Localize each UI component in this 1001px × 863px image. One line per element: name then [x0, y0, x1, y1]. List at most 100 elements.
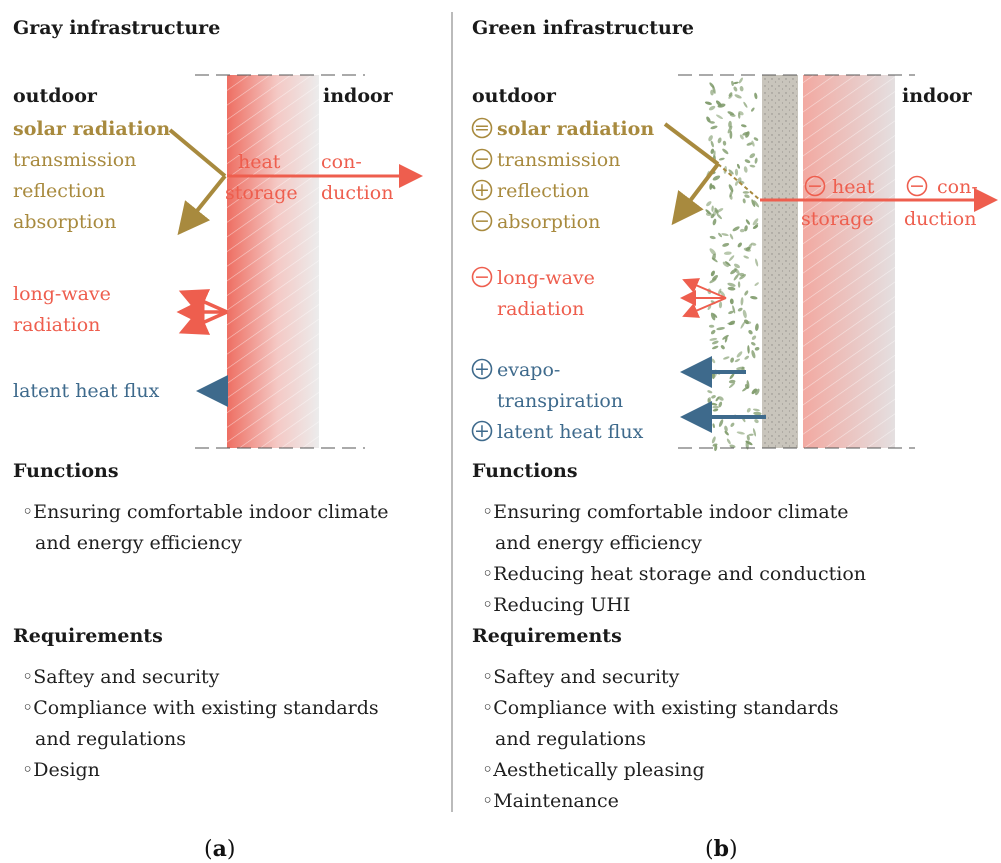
- leaf: [751, 199, 756, 207]
- leaf: [729, 298, 734, 305]
- panel-b-requirements-title: Requirements: [472, 625, 622, 647]
- leaf: [753, 411, 762, 416]
- sign-conduction-glyph: −: [909, 175, 925, 197]
- panel-b-outdoor-label: outdoor: [472, 85, 557, 107]
- leaf: [719, 290, 726, 297]
- sign-transmission-glyph: −: [474, 148, 490, 170]
- leaf: [754, 346, 760, 351]
- panel-b-function-2: ◦Reducing heat storage and conduction: [482, 563, 866, 585]
- leaf: [754, 92, 758, 100]
- leaf: [731, 80, 734, 86]
- panel-b-storage-label: storage: [801, 208, 874, 230]
- leaf: [748, 330, 753, 335]
- leaf: [749, 164, 756, 168]
- panel-a-solar-label: solar radiation: [13, 118, 170, 140]
- leaf: [710, 213, 715, 219]
- leaf: [742, 191, 750, 194]
- leaf: [712, 408, 719, 412]
- leaf: [744, 290, 749, 296]
- leaf: [712, 175, 721, 181]
- leaf: [708, 135, 713, 142]
- leaf: [715, 100, 722, 107]
- leaf: [745, 219, 750, 225]
- panel-a-longwave-arrows: [176, 289, 228, 335]
- leaf: [728, 94, 733, 99]
- leaf: [710, 270, 715, 277]
- leaf: [728, 379, 736, 384]
- leaf: [728, 169, 734, 175]
- leaf: [737, 307, 743, 312]
- panel-a-transmission-label: transmission: [13, 149, 136, 171]
- leaf: [737, 242, 742, 248]
- leaf: [717, 137, 722, 144]
- panel-b-req-1: ◦Saftey and security: [482, 666, 680, 688]
- panel-a-latent-label: latent heat flux: [13, 380, 160, 402]
- leaf: [730, 357, 734, 363]
- leaf: [742, 309, 747, 319]
- leaf: [711, 358, 716, 364]
- panel-b-req-3: ◦Aesthetically pleasing: [482, 759, 705, 781]
- leaf: [739, 86, 744, 92]
- panel-a-outdoor-label: outdoor: [13, 85, 98, 107]
- panel-a-storage-label: storage: [225, 182, 298, 204]
- leaf: [729, 444, 736, 449]
- leaf: [751, 107, 755, 112]
- panel-b-evapo-label-1: evapo-: [497, 359, 560, 381]
- leaf: [753, 137, 759, 141]
- panel-b: Green infrastructure outdoor indoor = so…: [471, 17, 998, 862]
- panel-a-function-1: ◦Ensuring comfortable indoor climate: [22, 501, 389, 523]
- leaf: [716, 327, 725, 331]
- panel-b-indoor-label: indoor: [902, 85, 973, 107]
- leaf: [709, 248, 717, 256]
- leaf: [729, 373, 735, 380]
- leaf: [754, 419, 759, 424]
- panel-b-function-3: ◦Reducing UHI: [482, 594, 630, 616]
- leaf: [729, 194, 733, 200]
- leaf: [754, 157, 758, 164]
- leaf: [736, 431, 745, 435]
- leaf: [738, 77, 743, 84]
- leaf: [704, 101, 712, 105]
- sign-latent-glyph: +: [474, 420, 490, 442]
- leaf: [707, 390, 713, 394]
- leaf: [723, 251, 732, 255]
- leaf: [737, 281, 741, 288]
- leaf: [739, 134, 744, 140]
- leaf: [718, 232, 723, 238]
- leaf: [712, 423, 715, 429]
- sign-absorption: −: [471, 210, 493, 232]
- sign-solar: =: [471, 117, 493, 139]
- panel-a-function-1-cont: and energy efficiency: [35, 532, 242, 554]
- leaf: [755, 258, 759, 267]
- leaf: [715, 114, 724, 120]
- leaf: [737, 112, 741, 119]
- panel-a-indoor-label: indoor: [323, 85, 394, 107]
- leaf: [745, 440, 749, 450]
- leaf: [712, 345, 719, 350]
- leaf: [718, 401, 723, 408]
- leaf: [729, 130, 733, 139]
- panel-a-longwave-label-1: long-wave: [13, 283, 111, 305]
- leaf: [744, 225, 748, 232]
- leaf: [734, 358, 741, 363]
- leaf: [754, 282, 759, 286]
- leaf: [711, 395, 716, 399]
- leaf: [710, 148, 715, 154]
- panel-a-req-3: ◦Design: [22, 759, 100, 781]
- leaf: [710, 125, 718, 130]
- panel-b-solar-label: solar radiation: [497, 118, 654, 140]
- leaf: [727, 125, 733, 134]
- panel-a: Gray infrastructure outdoor indoor solar…: [13, 17, 423, 862]
- leaf: [746, 434, 750, 441]
- leaf: [718, 301, 723, 309]
- leaf: [727, 286, 736, 291]
- panel-b-functions-title: Functions: [472, 460, 578, 482]
- leaf: [734, 263, 740, 269]
- leaf: [740, 321, 746, 329]
- panel-b-req-2-cont: and regulations: [495, 728, 646, 750]
- leaf: [728, 310, 734, 315]
- sign-evapo: +: [471, 358, 493, 380]
- leaf: [729, 233, 734, 240]
- leaf: [737, 163, 740, 169]
